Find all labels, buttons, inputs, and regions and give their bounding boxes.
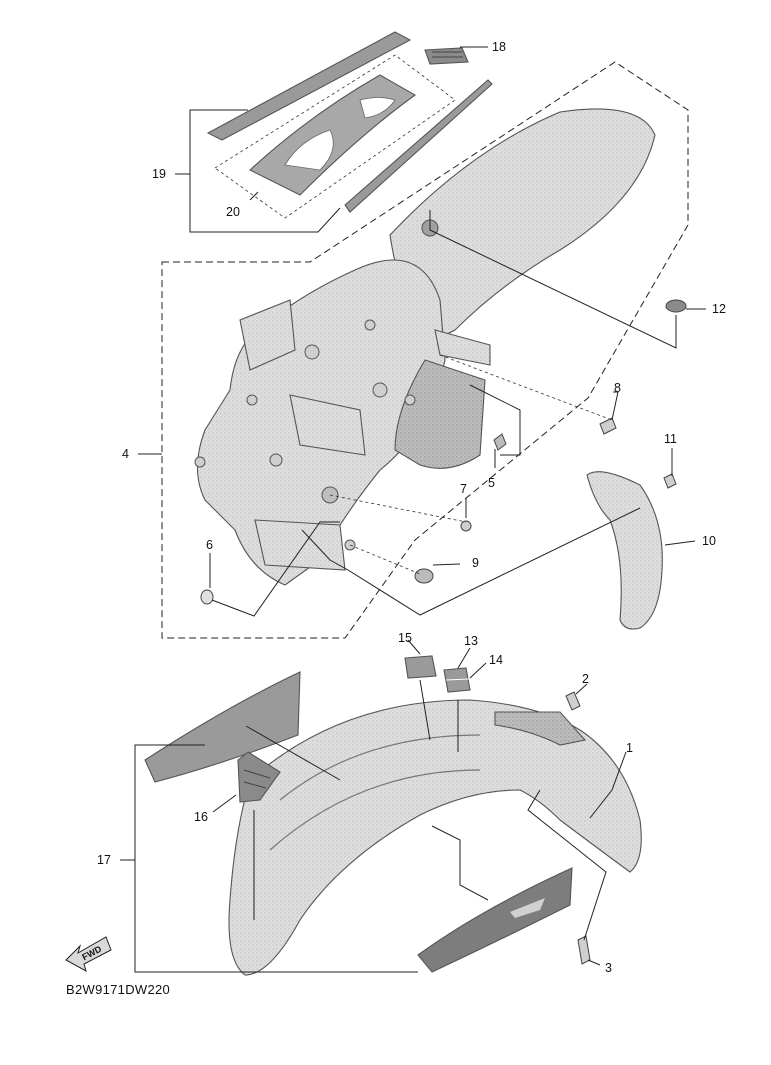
decal-side-17 [417, 867, 573, 973]
decal-18 [424, 47, 469, 65]
callout-20: 20 [226, 205, 240, 219]
callout-5: 5 [488, 476, 495, 490]
callout-12: 12 [712, 302, 726, 316]
nut-7 [460, 520, 472, 532]
decal-16 [237, 751, 281, 803]
nut-12 [665, 299, 687, 313]
hardware [200, 299, 687, 605]
screw-8 [599, 417, 617, 435]
screw-11 [663, 473, 677, 489]
callout-3: 3 [605, 961, 612, 975]
collar-6 [200, 589, 214, 605]
callout-13: 13 [464, 634, 478, 648]
rear-fender-assembly-4 [194, 108, 656, 586]
screw-3 [577, 935, 591, 965]
callout-8: 8 [614, 381, 621, 395]
callout-10: 10 [702, 534, 716, 548]
callout-9: 9 [472, 556, 479, 570]
callout-6: 6 [206, 538, 213, 552]
decal-top-17 [144, 671, 301, 783]
callout-1: 1 [626, 741, 633, 755]
callout-17: 17 [97, 853, 111, 867]
callout-14: 14 [489, 653, 503, 667]
grommet-9 [414, 568, 434, 584]
callout-11: 11 [664, 432, 677, 446]
decal-15 [404, 655, 437, 679]
callout-7: 7 [460, 482, 467, 496]
callout-labels: 1 2 3 4 5 6 7 8 9 10 11 12 13 14 15 16 1… [97, 40, 726, 975]
flap-10 [586, 471, 663, 630]
screw-2 [565, 691, 581, 711]
diagram-code: B2W9171DW220 [66, 982, 170, 997]
leader-lines [120, 46, 706, 966]
decal-set-19 [206, 31, 493, 219]
callout-15: 15 [398, 631, 412, 645]
decal-20 [249, 74, 417, 196]
nut-5 [493, 433, 507, 451]
callout-19: 19 [152, 167, 166, 181]
front-fender-1 [144, 655, 642, 976]
group-outline-4 [161, 61, 689, 639]
bracket-17 [134, 744, 418, 973]
callout-18: 18 [492, 40, 506, 54]
callout-2: 2 [582, 672, 589, 686]
fwd-arrow-icon: FWD [65, 936, 112, 973]
callout-4: 4 [122, 447, 129, 461]
bracket-19 [189, 109, 341, 233]
callout-16: 16 [194, 810, 208, 824]
